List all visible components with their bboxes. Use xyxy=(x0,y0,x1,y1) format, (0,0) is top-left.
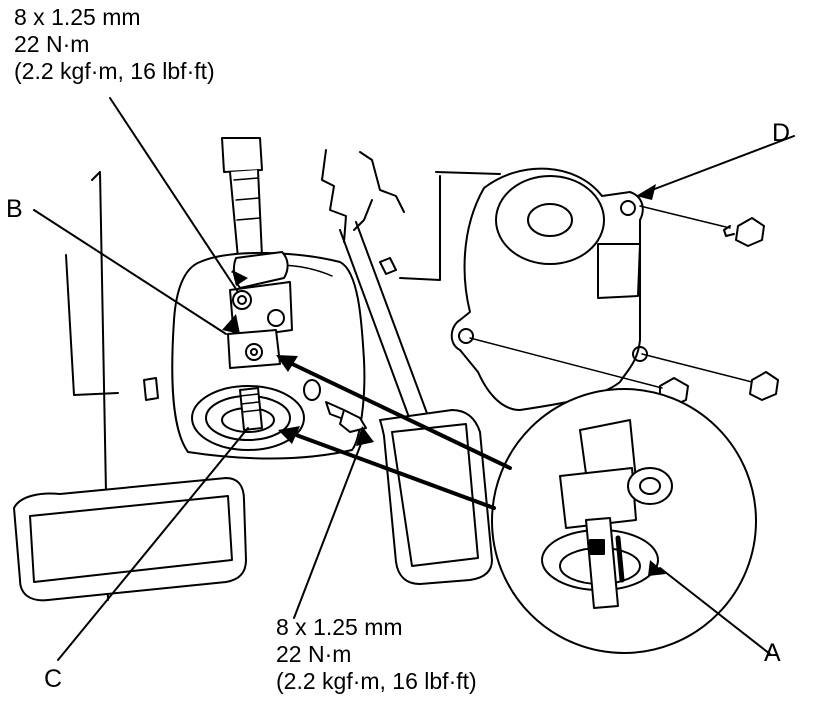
arrow-heads xyxy=(222,184,666,576)
steering-column-shaft xyxy=(221,137,263,259)
callout-lines xyxy=(33,97,795,661)
pedal-left xyxy=(13,477,247,602)
detail-circle xyxy=(491,388,757,654)
steering-boot xyxy=(191,385,305,451)
torque-spec-bottom-torque: 22 N·m xyxy=(276,641,352,667)
pedal-right xyxy=(339,221,493,585)
torque-spec-bottom-size: 8 x 1.25 mm xyxy=(276,614,403,640)
callout-label-a: A xyxy=(764,639,781,667)
torque-spec-top-alt: (2.2 kgf·m, 16 lbf·ft) xyxy=(14,58,215,84)
torque-spec-top-torque: 22 N·m xyxy=(14,31,90,57)
universal-joint xyxy=(227,251,293,369)
fasteners xyxy=(143,217,779,433)
firewall-edge xyxy=(321,149,501,281)
callout-label-c: C xyxy=(44,665,63,693)
callout-label-b: B xyxy=(6,195,23,223)
callout-label-d: D xyxy=(772,119,791,147)
torque-spec-top-size: 8 x 1.25 mm xyxy=(14,4,141,30)
leader-lines xyxy=(469,205,753,389)
torque-spec-bottom-alt: (2.2 kgf·m, 16 lbf·ft) xyxy=(276,668,477,694)
callout-arrows xyxy=(282,358,512,510)
column-cover xyxy=(450,167,648,411)
